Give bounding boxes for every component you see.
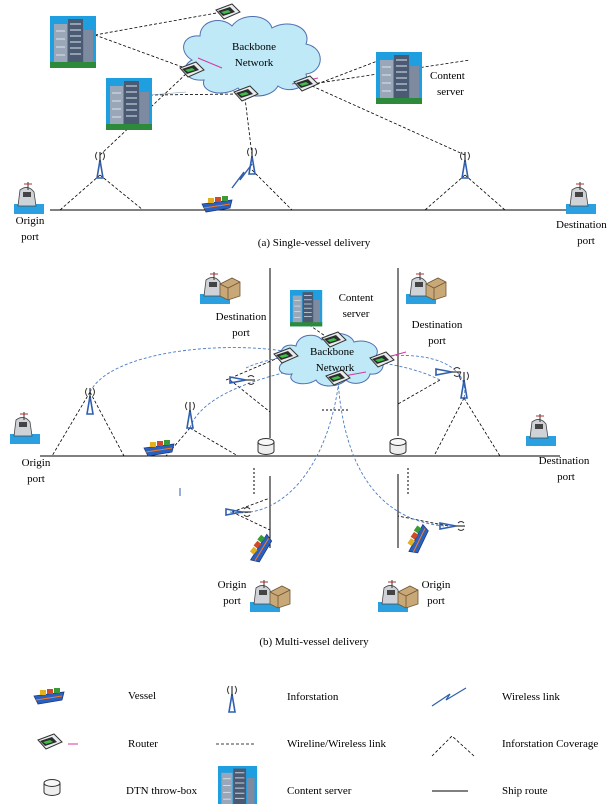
a-content-server-1: Content (430, 70, 465, 82)
a-cloud-label-2: Network (235, 57, 274, 69)
b-dest-right-2: port (557, 471, 575, 483)
a-content-server-2: server (437, 86, 464, 98)
a-destination-label-1: Destination (556, 219, 607, 231)
b-dest-center-1: Destination (412, 319, 463, 331)
legend-wireless-link-label: Wireless link (502, 691, 560, 703)
legend-wireless-link-icon (431, 687, 467, 707)
legend-router-icon (37, 733, 63, 750)
b-cloud-label-2: Network (316, 362, 355, 374)
legend-router-label: Router (128, 738, 158, 750)
legend-content-server-label: Content server (287, 785, 352, 797)
legend-coverage-icon (431, 735, 475, 757)
b-dest-right-1: Destination (539, 455, 590, 467)
panel-a-diagram (13, 3, 597, 215)
legend-wireline-label: Wireline/Wireless link (287, 738, 387, 750)
b-content-server-1: Content (339, 292, 374, 304)
panel-b-diagram (9, 268, 560, 612)
b-origin-br-2: port (427, 595, 445, 607)
legend-ship-route-label: Ship route (502, 785, 548, 797)
b-origin-bl-1: Origin (218, 579, 247, 591)
legend-vessel-label: Vessel (128, 690, 156, 702)
b-origin-left-2: port (27, 473, 45, 485)
b-dest-center-2: port (428, 335, 446, 347)
legend-content-server-icon (217, 765, 258, 804)
b-content-server-2: server (343, 308, 370, 320)
backbone-cloud-b (278, 333, 384, 387)
b-origin-bl-2: port (223, 595, 241, 607)
a-origin-label-2: port (21, 231, 39, 243)
legend-coverage-label: Inforstation Coverage (502, 738, 598, 750)
legend-throwbox-icon (43, 779, 61, 796)
a-origin-label-1: Origin (16, 215, 45, 227)
legend-vessel-icon (33, 687, 65, 705)
backbone-cloud (183, 16, 321, 97)
legend-infostation-icon (226, 685, 238, 713)
b-dest-left-2: port (232, 327, 250, 339)
caption-a: (a) Single-vessel delivery (258, 237, 371, 249)
a-destination-label-2: port (577, 235, 595, 247)
caption-b: (b) Multi-vessel delivery (259, 636, 369, 648)
legend: Vessel Inforstation Wireless link Router… (33, 685, 598, 804)
legend-infostation-label: Inforstation (287, 691, 339, 703)
a-cloud-label-1: Backbone (232, 41, 276, 53)
b-origin-br-1: Origin (422, 579, 451, 591)
legend-throwbox-label: DTN throw-box (126, 785, 198, 797)
b-cloud-label-1: Backbone (310, 346, 354, 358)
b-origin-left-1: Origin (22, 457, 51, 469)
b-dest-left-1: Destination (216, 311, 267, 323)
